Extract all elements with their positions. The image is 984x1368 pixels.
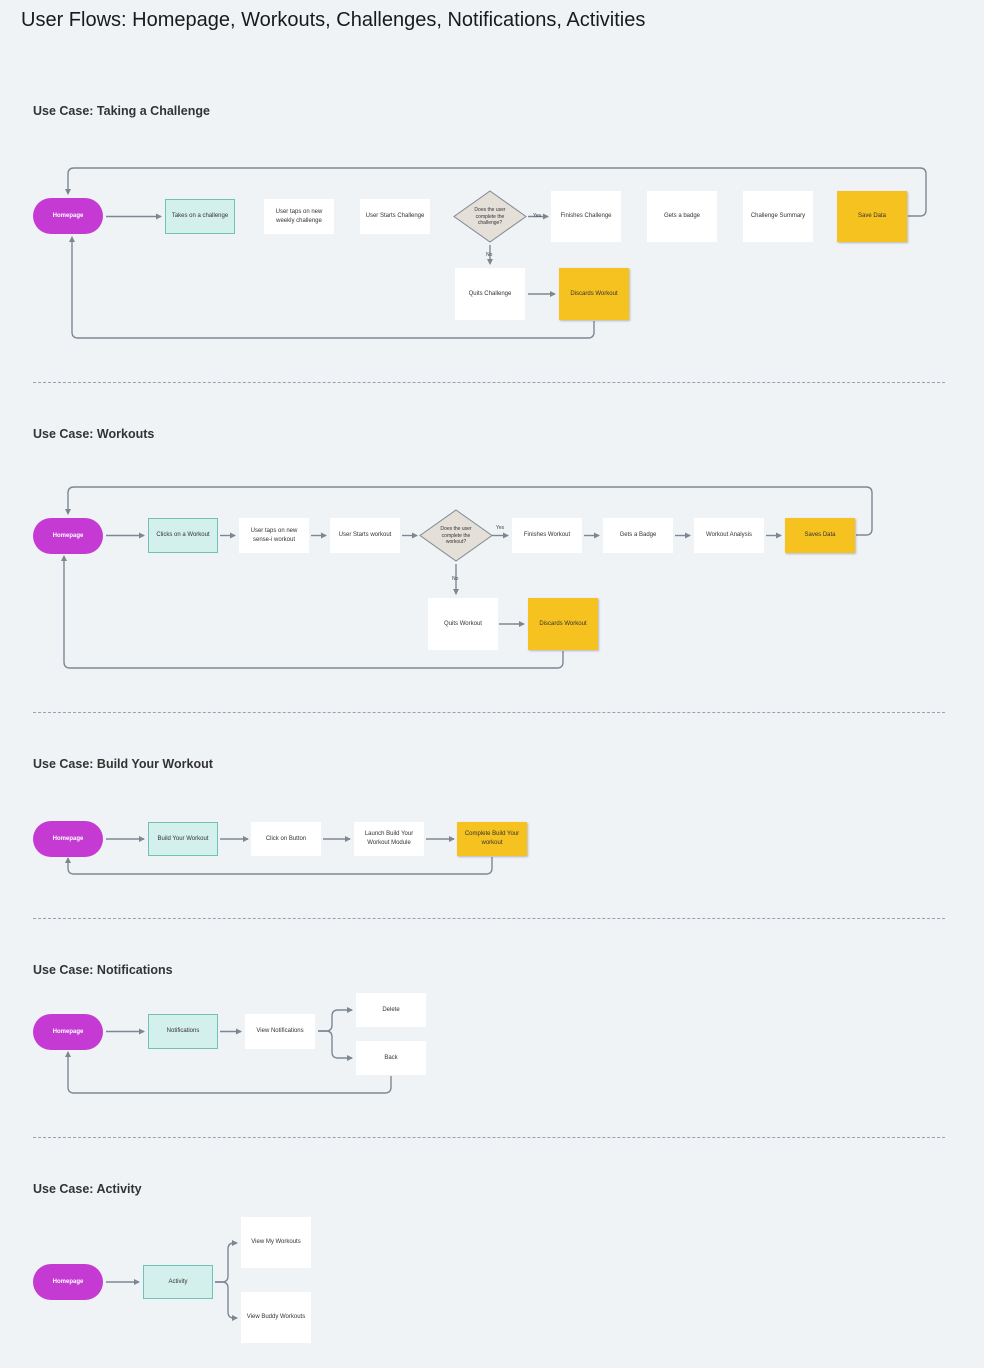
build-workout-node[interactable]: Build Your Workout	[148, 822, 218, 856]
quits-challenge-node[interactable]: Quits Challenge	[455, 268, 525, 320]
notifications-node[interactable]: Notifications	[148, 1014, 218, 1049]
saves-data-node[interactable]: Saves Data	[785, 518, 855, 553]
page-title: User Flows: Homepage, Workouts, Challeng…	[21, 9, 646, 31]
takes-challenge-node[interactable]: Takes on a challenge	[165, 199, 235, 234]
challenge-decision-label: Does the user complete the challenge?	[474, 207, 506, 226]
section-title-notifications: Use Case: Notifications	[33, 963, 173, 977]
launch-build-module-node[interactable]: Launch Build Your Workout Module	[354, 822, 424, 856]
section-title-build: Use Case: Build Your Workout	[33, 757, 213, 771]
view-my-workouts-node[interactable]: View My Workouts	[241, 1217, 311, 1268]
homepage-node-notifications[interactable]: Homepage	[33, 1014, 103, 1050]
workout-no-label: No	[452, 576, 459, 582]
homepage-node-activity[interactable]: Homepage	[33, 1264, 103, 1300]
gets-badge-workout-node[interactable]: Gets a Badge	[603, 518, 673, 553]
complete-build-node[interactable]: Complete Build Your workout	[457, 822, 527, 856]
section-divider	[33, 1137, 945, 1138]
challenge-no-label: No	[486, 252, 493, 258]
workout-decision-diamond	[419, 509, 493, 562]
section-title-workouts: Use Case: Workouts	[33, 427, 155, 441]
save-data-node[interactable]: Save Data	[837, 191, 907, 242]
discards-workout-challenge-node[interactable]: Discards Workout	[559, 268, 629, 320]
taps-sensei-workout-node[interactable]: User taps on new sense-i workout	[239, 518, 309, 553]
workout-decision-label: Does the user complete the workout?	[440, 526, 472, 545]
section-title-challenge: Use Case: Taking a Challenge	[33, 104, 210, 118]
delete-node[interactable]: Delete	[356, 993, 426, 1027]
taps-weekly-challenge-node[interactable]: User taps on new weekly challenge	[264, 199, 334, 234]
view-notifications-node[interactable]: View Notifications	[245, 1014, 315, 1049]
starts-workout-node[interactable]: User Starts workout	[330, 518, 400, 553]
section-title-activity: Use Case: Activity	[33, 1182, 142, 1196]
clicks-workout-node[interactable]: Clicks on a Workout	[148, 518, 218, 553]
section-divider	[33, 918, 945, 919]
finishes-challenge-node[interactable]: Finishes Challenge	[551, 191, 621, 242]
gets-badge-node[interactable]: Gets a badge	[647, 191, 717, 242]
challenge-summary-node[interactable]: Challenge Summary	[743, 191, 813, 242]
back-node[interactable]: Back	[356, 1041, 426, 1075]
finishes-workout-node[interactable]: Finishes Workout	[512, 518, 582, 553]
challenge-yes-label: Yes	[533, 213, 542, 219]
section-divider	[33, 382, 945, 383]
workout-analysis-node[interactable]: Workout Analysis	[694, 518, 764, 553]
activity-node[interactable]: Activity	[143, 1265, 213, 1299]
homepage-node-workouts[interactable]: Homepage	[33, 518, 103, 554]
challenge-decision-diamond	[453, 190, 527, 243]
starts-challenge-node[interactable]: User Starts Challenge	[360, 199, 430, 234]
click-button-node[interactable]: Click on Button	[251, 822, 321, 856]
workout-yes-label: Yes	[496, 525, 505, 531]
homepage-node-challenge[interactable]: Homepage	[33, 198, 103, 234]
discards-workout-node[interactable]: Discards Workout	[528, 598, 598, 650]
quits-workout-node[interactable]: Quits Workout	[428, 598, 498, 650]
homepage-node-build[interactable]: Homepage	[33, 821, 103, 857]
section-divider	[33, 712, 945, 713]
view-buddy-workouts-node[interactable]: View Buddy Workouts	[241, 1292, 311, 1343]
